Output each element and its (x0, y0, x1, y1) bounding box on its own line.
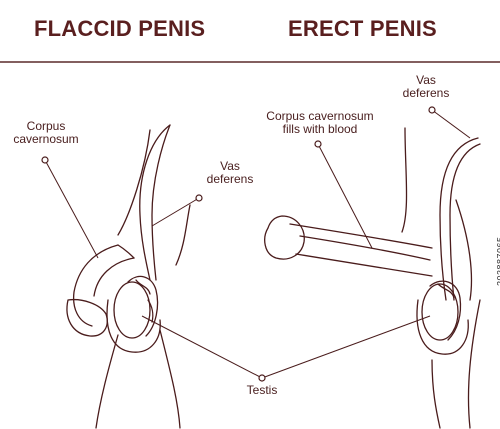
leader-dot-vas-left (195, 194, 203, 202)
leader-dot-corpus-left (41, 156, 49, 164)
label-testis: Testis (246, 383, 278, 397)
flaccid-figure (66, 124, 191, 429)
erect-corpus-cavernosum (299, 235, 431, 261)
erect-glans (264, 215, 305, 260)
label-vas-deferens-left: Vas deferens (200, 160, 260, 186)
leader-testis-left (141, 315, 263, 379)
leader-corpus-right (317, 143, 373, 249)
label-text: deferens (206, 172, 254, 186)
erect-figure (264, 127, 481, 429)
flaccid-body-outline (117, 129, 151, 236)
label-text: Corpus cavernosum (266, 109, 374, 123)
flaccid-glans (66, 298, 108, 337)
flaccid-shaft (72, 244, 119, 327)
leader-dot-testis (258, 374, 266, 382)
erect-vas-deferens (439, 137, 479, 301)
flaccid-vas-deferens (139, 124, 171, 281)
erect-shaft (289, 223, 433, 249)
erect-scrotum (416, 299, 469, 355)
leader-vas-left (151, 197, 200, 227)
label-text: cavernosum (13, 132, 79, 146)
label-text: Vas (220, 159, 240, 173)
label-vas-deferens-right: Vas deferens (396, 74, 456, 100)
flaccid-scrotum (106, 299, 161, 353)
label-text: Vas (416, 73, 436, 87)
erect-body-outline (401, 127, 408, 233)
title-flaccid: FLACCID PENIS (34, 16, 206, 41)
title-erect: ERECT PENIS (288, 16, 437, 41)
label-text: fills with blood (282, 122, 358, 136)
label-text: Corpus (26, 119, 66, 133)
flaccid-testis (113, 281, 151, 339)
leader-dot-vas-right (428, 106, 436, 114)
leader-dot-corpus-right (314, 140, 322, 148)
leader-vas-right (431, 109, 471, 139)
label-text: deferens (402, 86, 450, 100)
watermark-id: 203887065 (496, 236, 500, 286)
leader-testis-right (261, 315, 431, 379)
erect-testis (421, 283, 459, 341)
leader-corpus-left (44, 159, 99, 259)
flaccid-epididymis (127, 275, 159, 337)
erect-epididymis (429, 280, 462, 341)
label-corpus-cavernosum-left: Corpus cavernosum (6, 120, 86, 146)
label-corpus-cavernosum-right: Corpus cavernosum fills with blood (262, 110, 378, 136)
